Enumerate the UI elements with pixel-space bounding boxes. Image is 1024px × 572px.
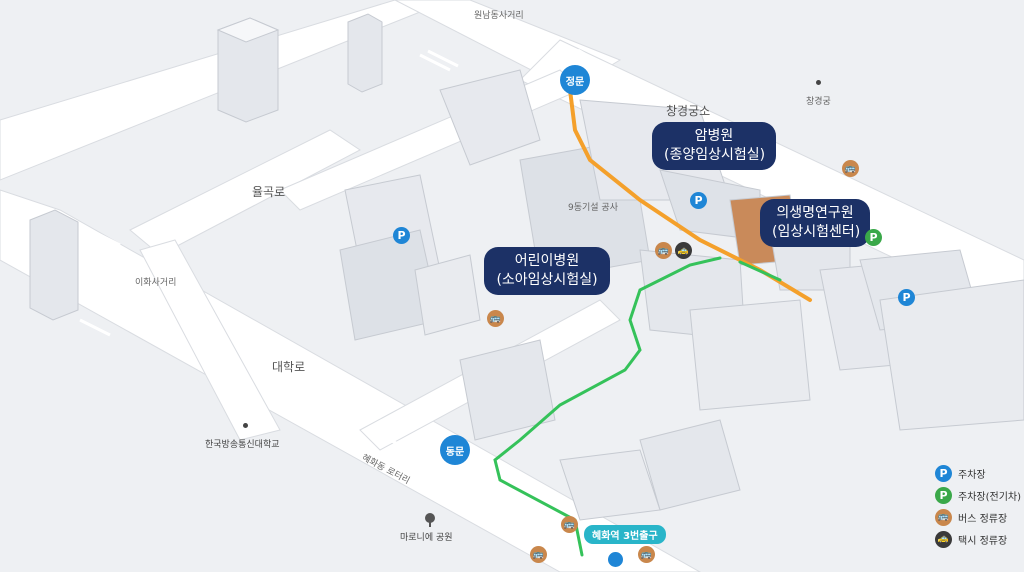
parking-icon[interactable]: P	[393, 227, 410, 244]
legend-item: 🚌 버스 정류장	[935, 506, 1021, 528]
label-yulgok-ro: 율곡로	[252, 185, 286, 199]
callout-cancer-hospital[interactable]: 암병원 (종양임상시험실)	[652, 122, 776, 170]
changgyeonggung-dot	[816, 80, 821, 85]
label-knou: 한국방송통신대학교	[205, 440, 280, 450]
callout-children-hospital[interactable]: 어린이병원 (소아임상시험실)	[484, 247, 610, 295]
children-hospital-sub: (소아임상시험실)	[496, 272, 598, 288]
map-legend: P 주차장 P 주차장(전기차) 🚌 버스 정류장 🚕 택시 정류장	[935, 462, 1021, 550]
label-changgyeong-school: 창경궁소	[666, 104, 711, 118]
bus-stop-icon[interactable]: 🚌	[561, 516, 578, 533]
label-ihwa-intersection: 이화사거리	[135, 278, 177, 288]
label-construction: 9동기설 공사	[568, 203, 618, 213]
biomedical-name: 의생명연구원	[776, 205, 854, 221]
ev-parking-icon[interactable]: P	[865, 229, 882, 246]
route-green	[493, 256, 722, 557]
bus-stop-icon[interactable]: 🚌	[638, 546, 655, 563]
gate-east[interactable]: 동문	[440, 435, 470, 465]
route-green-branch	[738, 260, 782, 282]
bus-stop-icon[interactable]: 🚌	[487, 310, 504, 327]
parking-icon[interactable]: P	[898, 289, 915, 306]
parking-icon[interactable]: P	[690, 192, 707, 209]
bus-stop-icon[interactable]: 🚌	[655, 242, 672, 259]
buildings	[29, 13, 1024, 521]
subway-exit-label[interactable]: 혜화역 3번출구	[584, 525, 666, 544]
legend-label: 택시 정류장	[958, 535, 1008, 547]
label-marronnier-park: 마로니에 공원	[400, 533, 453, 543]
label-top-intersection: 원남동사거리	[474, 11, 524, 21]
subway-icon	[608, 552, 623, 567]
bus-stop-icon: 🚌	[935, 508, 952, 526]
taxi-stand-icon[interactable]: 🚕	[675, 242, 692, 259]
biomedical-sub: (임상시험센터)	[772, 224, 861, 240]
legend-item: P 주차장(전기차)	[935, 484, 1021, 506]
cancer-hospital-sub: (종양임상시험실)	[664, 147, 766, 163]
cancer-hospital-name: 암병원	[694, 128, 734, 144]
callout-biomedical-research[interactable]: 의생명연구원 (임상시험센터)	[760, 199, 870, 247]
road-cross	[139, 239, 281, 441]
legend-label: 주차장(전기차)	[958, 491, 1022, 503]
bus-stop-icon[interactable]: 🚌	[842, 160, 859, 177]
ev-parking-icon: P	[935, 486, 952, 504]
taxi-stand-icon: 🚕	[935, 530, 952, 548]
bus-stop-icon[interactable]: 🚌	[530, 546, 547, 563]
parking-icon: P	[935, 464, 952, 482]
children-hospital-name: 어린이병원	[514, 253, 580, 269]
gate-north[interactable]: 정문	[560, 65, 590, 95]
legend-item: P 주차장	[935, 462, 1021, 484]
legend-label: 주차장	[958, 469, 986, 481]
legend-item: 🚕 택시 정류장	[935, 528, 1021, 550]
knou-dot	[243, 423, 248, 428]
legend-label: 버스 정류장	[958, 513, 1008, 525]
label-daehak-ro: 대학로	[272, 360, 306, 374]
label-changgyeonggung: 창경궁	[806, 97, 831, 107]
